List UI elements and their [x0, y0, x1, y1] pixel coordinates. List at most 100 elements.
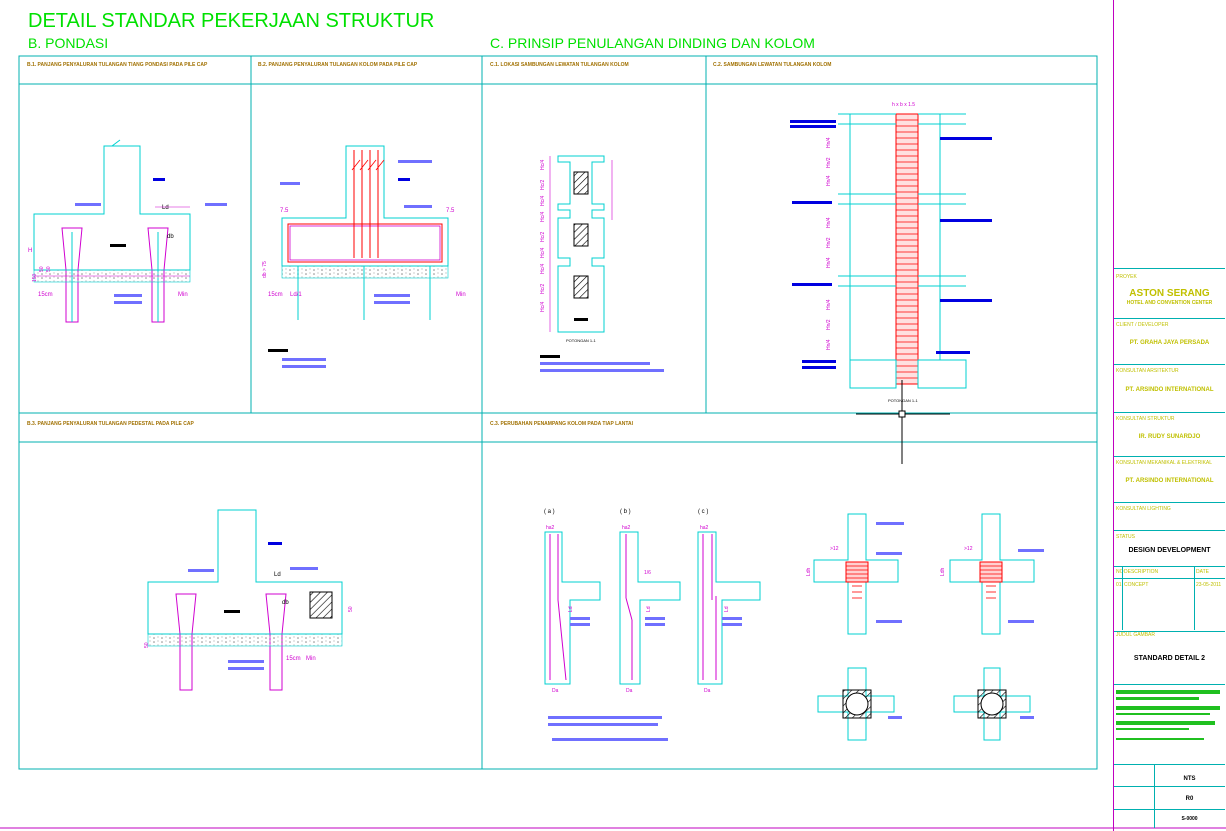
tb-divider-6 — [1114, 530, 1225, 531]
svg-text:Hn/4: Hn/4 — [826, 137, 832, 148]
tb-structure-label: KONSULTAN STRUKTUR — [1116, 416, 1175, 422]
tb-border-top — [1114, 268, 1225, 269]
tb-status: DESIGN DEVELOPMENT — [1128, 547, 1211, 554]
tb-rev-desc: CONCEPT — [1124, 582, 1149, 588]
detail-b2: 7.5 7.5 db > 75 15cm Ld/1 Min — [262, 145, 466, 368]
c2-column-body — [895, 113, 919, 385]
c3-case-c: ( c ) — [698, 509, 708, 515]
b2-d75-left: 7.5 — [280, 208, 289, 214]
svg-text:ha2: ha2 — [700, 525, 709, 531]
svg-text:Hn/4: Hn/4 — [826, 175, 832, 186]
c2-top-label: h x b x 1.5 — [892, 102, 915, 108]
tb-divider-5 — [1114, 502, 1225, 503]
svg-text:Hc/2: Hc/2 — [540, 180, 546, 191]
tb-structure: IR. RUDY SUNARDJO — [1138, 434, 1201, 440]
b2-ld-label: Ld/1 — [290, 292, 302, 298]
tb-status-label: STATUS — [1116, 534, 1135, 540]
b2-lean-concrete — [281, 265, 449, 279]
b1-min-label: Min — [178, 292, 188, 298]
title-block: PROYEK ASTON SERANG HOTEL AND CONVENTION… — [1113, 0, 1226, 831]
svg-text:Hc/4: Hc/4 — [540, 264, 546, 275]
svg-text:Hc/4: Hc/4 — [540, 212, 546, 223]
tb-rev-col-2 — [1194, 566, 1195, 630]
svg-text:Da: Da — [626, 688, 633, 694]
panel-b2-title: B.2. PANJANG PENYALURAN TULANGAN KOLOM P… — [258, 62, 418, 68]
svg-text:Ldh: Ldh — [806, 567, 812, 576]
c3-case-b: ( b ) — [620, 509, 631, 515]
panel-c1-title: C.1. LOKASI SAMBUNGAN LEWATAN TULANGAN K… — [490, 62, 629, 68]
b1-db-label: db — [167, 234, 174, 240]
svg-text:Hc/4: Hc/4 — [540, 248, 546, 259]
tb-divider-3 — [1114, 412, 1225, 413]
tb-drawing-title-label: JUDUL GAMBAR — [1116, 632, 1155, 638]
c1-dimension-labels: Hc/4 Hc/2 Hc/4 Hc/4 Hc/2 Hc/4 Hc/4 Hc/2 … — [540, 160, 546, 313]
detail-c3: ( a ) ( b ) ( c ) ha2 ha2 ha2 Da Da Da 1… — [544, 509, 1044, 741]
tb-rev-no: 01 — [1116, 582, 1122, 588]
tb-architect-label: KONSULTAN ARSITEKTUR — [1116, 368, 1179, 374]
svg-text:Hc/2: Hc/2 — [540, 284, 546, 295]
tb-divider-7 — [1114, 566, 1225, 567]
c1-caption: POTONGAN 1-1 — [566, 338, 596, 343]
tb-client-label: CLIENT / DEVELOPER — [1116, 322, 1169, 328]
c2-slabs — [838, 113, 967, 389]
tb-rev-date: 23-05-2011 — [1196, 582, 1222, 588]
c1-lap-hatch-3 — [573, 275, 589, 299]
svg-text:Ldh: Ldh — [940, 567, 946, 576]
b2-pile-label: 15cm — [268, 292, 283, 298]
svg-text:Hc/4: Hc/4 — [540, 302, 546, 313]
b2-pilecap-rebar — [287, 223, 443, 263]
tb-divider-4 — [1114, 456, 1225, 457]
tb-project: ASTON SERANG — [1129, 288, 1210, 299]
tb-divider-8 — [1114, 684, 1225, 685]
svg-text:Hc/4: Hc/4 — [540, 160, 546, 171]
b1-dim-150: 150 — [32, 273, 38, 282]
b1-ld-label: Ld — [162, 205, 169, 211]
svg-text:>12: >12 — [830, 546, 839, 552]
tb-divider-2 — [1114, 364, 1225, 365]
svg-text:Da: Da — [552, 688, 559, 694]
b1-pile-width-label: 15cm — [38, 292, 53, 298]
c1-lap-hatch-2 — [573, 223, 589, 247]
b3-ld-label: Ld — [274, 572, 281, 578]
tb-rev-grid — [1114, 578, 1225, 632]
c2-dimension-labels: Hn/4 Hn/2 Hn/4 Hn/4 Hn/2 Hn/4 Hn/4 Hn/2 … — [826, 137, 832, 350]
panel-c3-title: C.3. PERUBAHAN PENAMPANG KOLOM PADA TIAP… — [490, 421, 634, 427]
b2-min-label: Min — [456, 292, 466, 298]
svg-text:Da: Da — [704, 688, 711, 694]
tb-rev-col-1 — [1122, 566, 1123, 630]
section-c-heading: C. PRINSIP PENULANGAN DINDING DAN KOLOM — [490, 35, 815, 51]
svg-text:Hn/4: Hn/4 — [826, 257, 832, 268]
svg-text:Hc/4: Hc/4 — [540, 196, 546, 207]
panel-b1-title: B.1. PANJANG PENYALURAN TULANGAN TIANG P… — [27, 62, 208, 68]
svg-text:Hn/4: Hn/4 — [826, 217, 832, 228]
tb-drawing-no: S-0000 — [1181, 816, 1198, 822]
svg-text:Hn/2: Hn/2 — [826, 237, 832, 248]
tb-drawing-title: STANDARD DETAIL 2 — [1133, 655, 1206, 662]
tb-bottom-grid — [1114, 786, 1225, 810]
svg-text:Hn/2: Hn/2 — [826, 157, 832, 168]
panel-c2-title: C.2. SAMBUNGAN LEWATAN TULANGAN KOLOM — [713, 62, 831, 68]
panel-frame — [18, 55, 1098, 770]
svg-text:Ld: Ld — [724, 606, 730, 612]
tb-project-sub: HOTEL AND CONVENTION CENTER — [1126, 300, 1213, 306]
tb-logo-block — [1116, 690, 1220, 760]
svg-text:Ld: Ld — [646, 606, 652, 612]
section-b-heading: B. PONDASI — [28, 35, 108, 51]
sheet-title: DETAIL STANDAR PEKERJAAN STRUKTUR — [28, 10, 434, 32]
detail-b3: Ld db 15cm Min 50 50 — [144, 509, 354, 691]
svg-text:ha2: ha2 — [622, 525, 631, 531]
b2-dim-db: db > 75 — [262, 261, 268, 278]
c2-caption: POTONGAN 1-1 — [888, 398, 918, 403]
b3-dim-50b: 50 — [348, 606, 354, 612]
tb-project-label: PROYEK — [1116, 274, 1137, 280]
tb-rev-no-header: NO — [1116, 569, 1124, 575]
svg-text:ha2: ha2 — [546, 525, 555, 531]
tb-mep: PT. ARSINDO INTERNATIONAL — [1125, 478, 1214, 484]
b3-min-label: Min — [306, 656, 316, 662]
tb-divider-9 — [1114, 764, 1225, 765]
b3-pile-label: 15cm — [286, 656, 301, 662]
tb-rev: R0 — [1185, 796, 1194, 802]
svg-text:1/6: 1/6 — [644, 570, 651, 576]
b1-dim-50a: 50 — [39, 266, 45, 272]
